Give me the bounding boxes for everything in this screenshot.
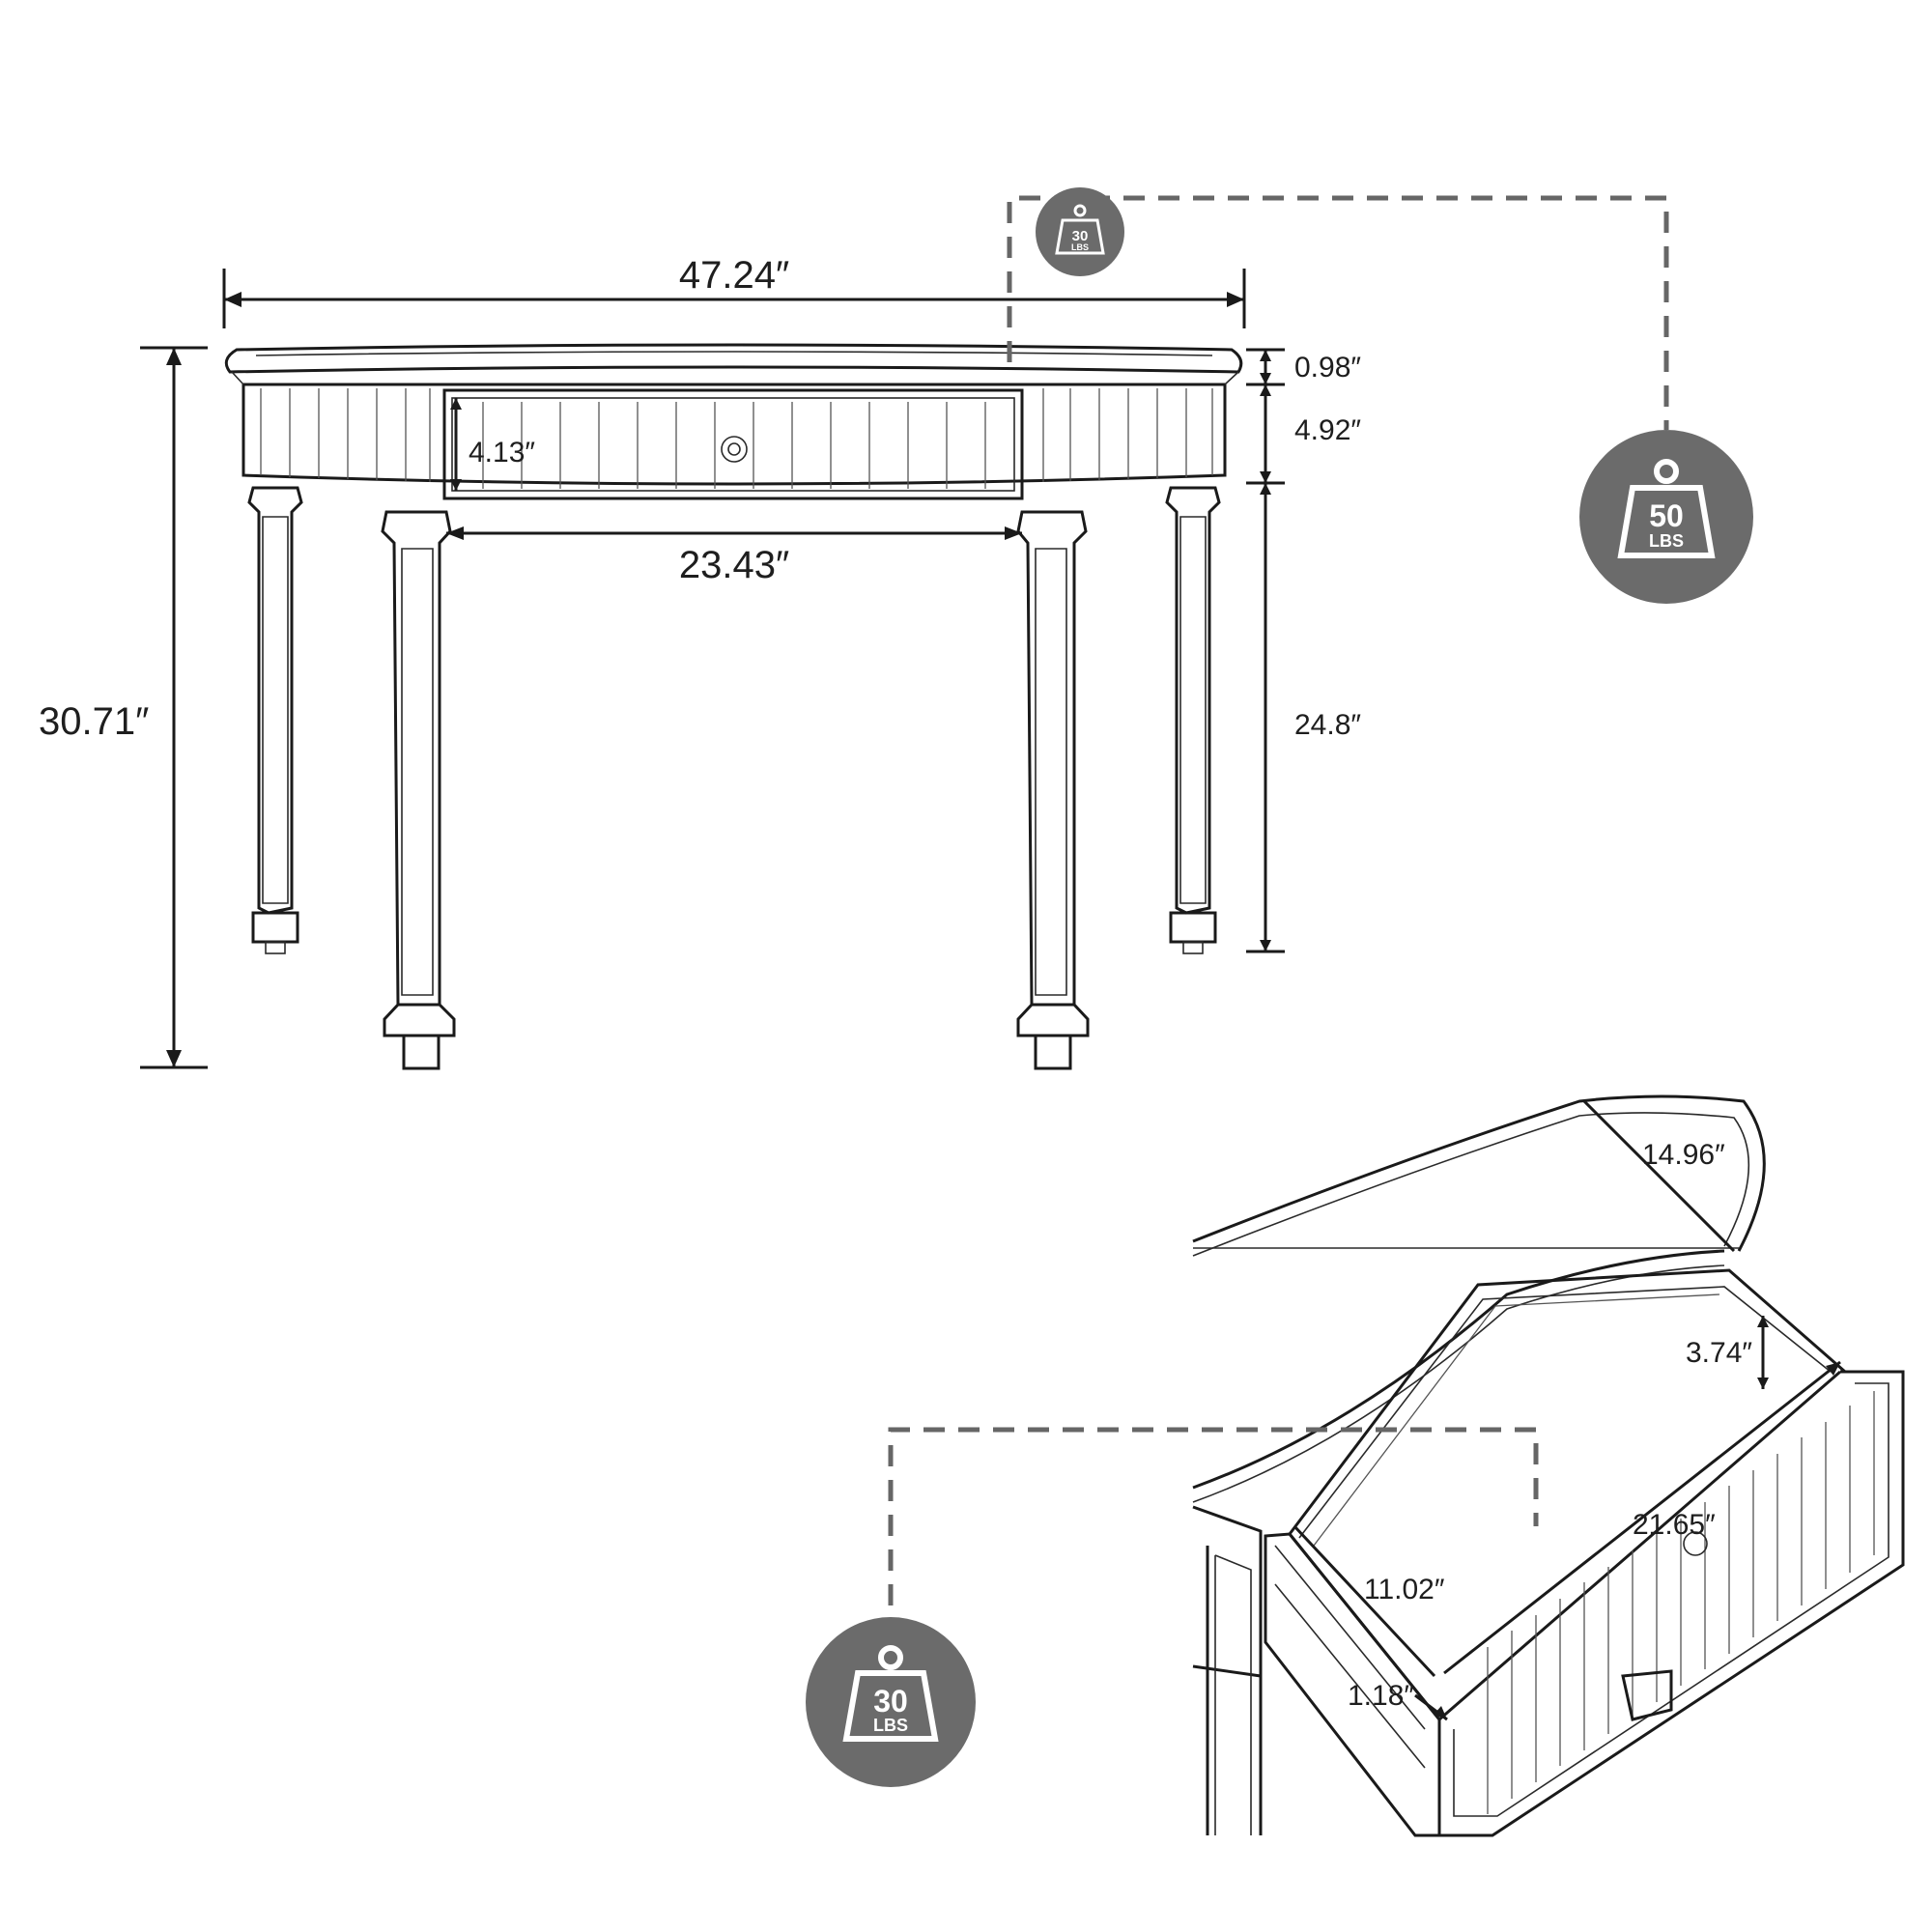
drawer-knob-detail	[1683, 1531, 1708, 1556]
small-badge-unit: LBS	[1071, 242, 1089, 252]
tabletop-badge-unit: LBS	[1649, 531, 1684, 551]
drawer-span-label: 23.43″	[679, 544, 789, 586]
drawer-side-label: 1.18″	[1348, 1680, 1414, 1712]
top-load-leader	[1007, 195, 1669, 430]
drawer-depth-label: 11.02″	[1364, 1574, 1445, 1605]
top-depth-label: 14.96″	[1642, 1139, 1725, 1171]
drawer-front-fluting	[1487, 1391, 1875, 1814]
drawer-knob	[721, 436, 748, 463]
dimension-lines-drawer	[1293, 1099, 1841, 1721]
drawer-front-height-label: 4.13″	[469, 437, 535, 469]
drawer-badge-value: 30	[873, 1684, 908, 1719]
leg-back-left	[247, 486, 303, 954]
leg-clearance-label: 24.8″	[1294, 709, 1361, 741]
top-thickness-label: 0.98″	[1294, 352, 1361, 384]
drawer-load-badge: 30 LBS	[806, 1617, 976, 1787]
drawer-detail-view	[1192, 1094, 1905, 1837]
overall-height-label: 30.71″	[39, 700, 149, 743]
leg-front-right	[1016, 510, 1090, 1070]
small-badge-value: 30	[1072, 228, 1089, 244]
drawer-badge-unit: LBS	[873, 1716, 908, 1735]
weight-icon	[842, 1645, 939, 1742]
small-load-badge: 30 LBS	[1036, 187, 1124, 276]
drawer-load-leader	[888, 1427, 1539, 1605]
apron-height-label: 4.92″	[1294, 414, 1361, 446]
weight-icon	[1617, 459, 1716, 558]
weight-icon	[1055, 204, 1105, 255]
overall-width-label: 47.24″	[679, 254, 789, 297]
front-view-table	[224, 343, 1243, 1070]
apron-fluting	[260, 388, 1213, 489]
tabletop-load-badge: 50 LBS	[1579, 430, 1753, 604]
drawer-width-label: 21.65″	[1633, 1509, 1716, 1541]
dimension-lines-front	[140, 269, 1285, 1069]
drawer-inner-height-label: 3.74″	[1686, 1337, 1752, 1369]
tabletop-badge-value: 50	[1649, 498, 1684, 533]
leg-front-left	[381, 510, 456, 1070]
leg-back-right	[1165, 486, 1221, 954]
